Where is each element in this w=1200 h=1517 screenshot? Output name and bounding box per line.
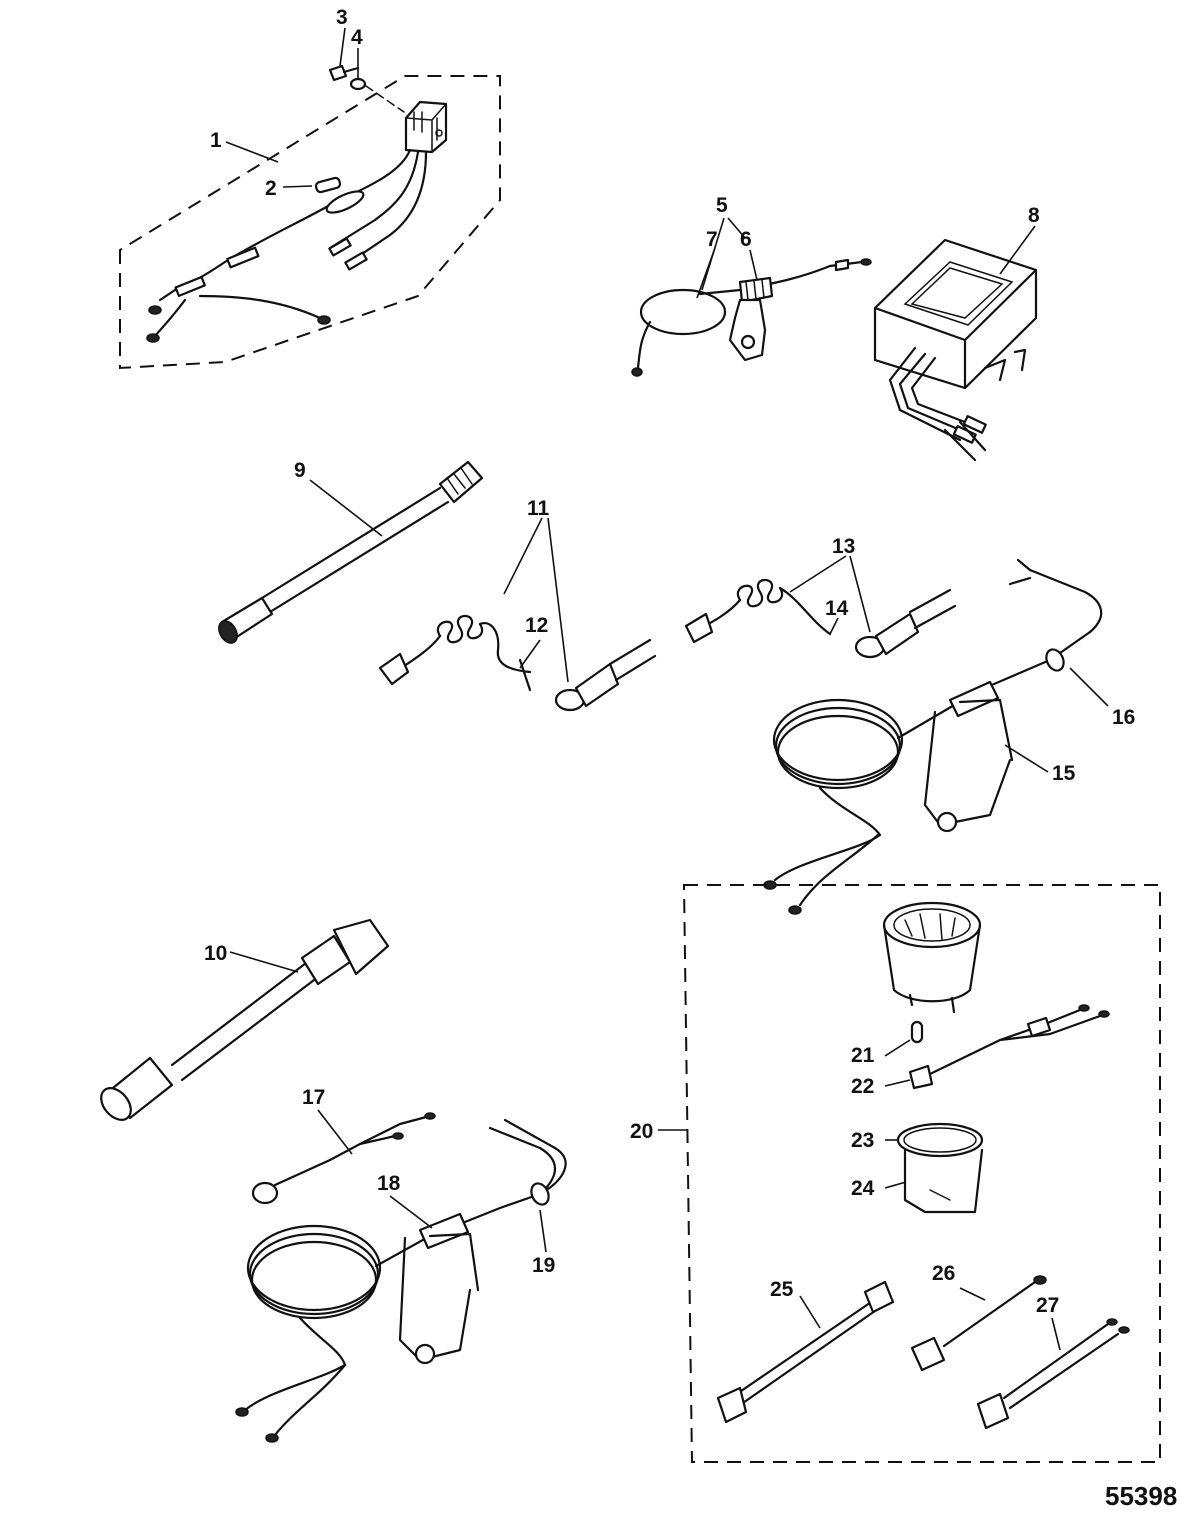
callout-4: 4 — [351, 26, 363, 49]
part-18-tach-harness — [235, 1118, 567, 1443]
part-5-harness-assembly — [631, 258, 872, 377]
callout-21: 21 — [851, 1044, 875, 1067]
part-8-switch-box — [873, 238, 1038, 462]
part-15-tach-harness — [763, 558, 1103, 915]
callout-10: 10 — [204, 942, 227, 965]
callout-18: 18 — [377, 1172, 401, 1195]
callout-3: 3 — [336, 6, 348, 29]
callout-13: 13 — [832, 535, 855, 558]
callout-26: 26 — [932, 1262, 955, 1285]
leader-lines — [225, 27, 1109, 1351]
callout-2: 2 — [265, 177, 277, 200]
callout-23: 23 — [851, 1129, 874, 1152]
callout-5: 5 — [716, 194, 728, 217]
callout-24: 24 — [851, 1177, 875, 1200]
part-13-lanyard-switch — [684, 579, 957, 659]
callout-25: 25 — [770, 1278, 794, 1301]
callout-16: 16 — [1112, 706, 1135, 729]
figure-number: 55398 — [1105, 1481, 1177, 1511]
callout-6: 6 — [740, 228, 752, 251]
part-20-gauge-kit — [682, 884, 1161, 1463]
part-10-extension-cable — [100, 918, 390, 1121]
part-9-extension-cable — [218, 460, 484, 644]
callout-17: 17 — [302, 1086, 325, 1109]
callout-7: 7 — [706, 228, 718, 251]
callout-9: 9 — [294, 459, 306, 482]
callout-27: 27 — [1036, 1294, 1059, 1317]
callout-12: 12 — [525, 614, 548, 637]
part-1-rectifier-harness — [119, 64, 501, 370]
callout-20: 20 — [630, 1120, 653, 1143]
callout-8: 8 — [1028, 204, 1040, 227]
callout-15: 15 — [1052, 762, 1076, 785]
callout-22: 22 — [851, 1075, 874, 1098]
callout-14: 14 — [825, 597, 849, 620]
callout-11: 11 — [527, 497, 550, 520]
callout-labels: 1 2 3 4 5 6 7 8 9 10 11 12 13 14 15 16 1… — [204, 6, 1177, 1511]
part-11-lanyard-switch — [378, 615, 657, 712]
part-17-harness — [251, 1112, 436, 1205]
callout-1: 1 — [210, 129, 222, 152]
callout-19: 19 — [532, 1254, 555, 1277]
